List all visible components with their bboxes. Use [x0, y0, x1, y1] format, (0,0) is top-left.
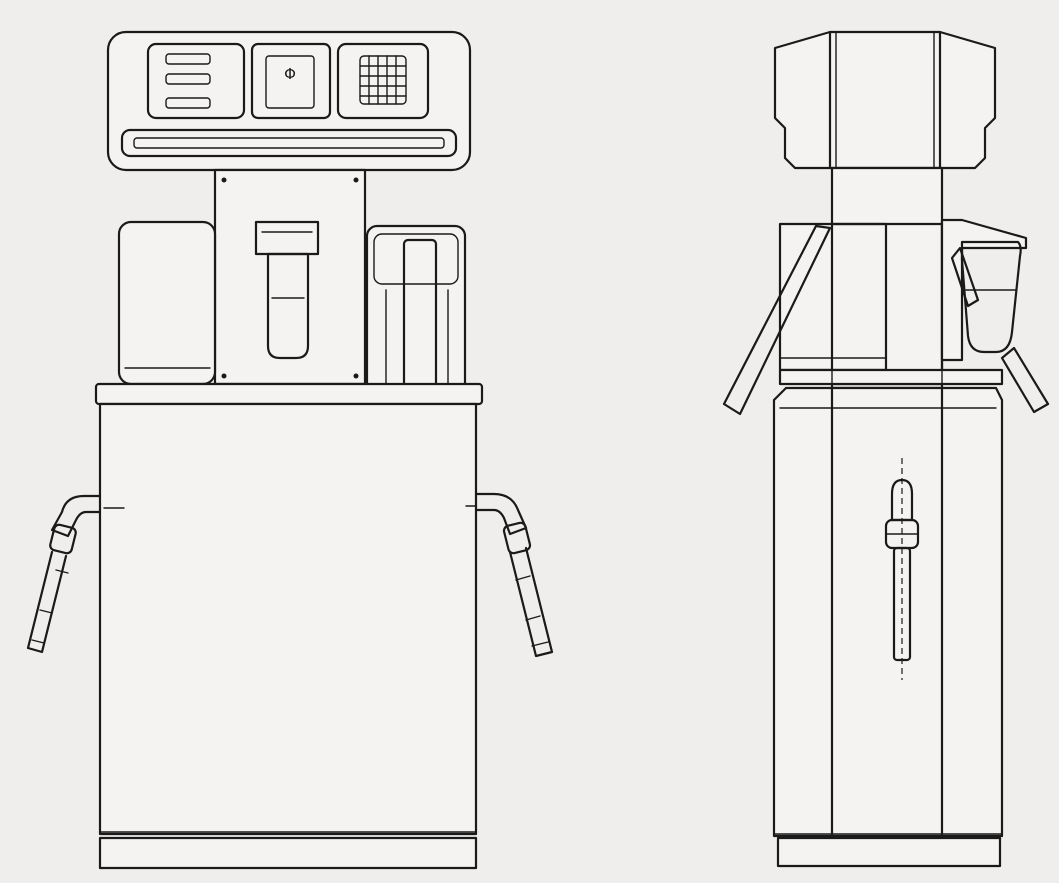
side-nozzle-spout	[892, 546, 912, 662]
keypad-grid-icon	[359, 55, 407, 105]
left-filter-housing	[117, 220, 217, 386]
keypad-panel	[336, 42, 430, 120]
front-display-head: Φ	[106, 30, 472, 172]
left-hose	[26, 494, 125, 654]
meter-window	[265, 55, 315, 109]
right-hose-elbow	[474, 492, 528, 536]
right-hose-tube	[508, 546, 554, 658]
price-panel	[146, 42, 246, 120]
side-holstered-nozzle	[950, 246, 980, 308]
side-front-nozzle	[884, 458, 920, 680]
front-view: Φ	[26, 30, 554, 870]
side-view	[722, 30, 1050, 868]
side-left-hose	[722, 224, 832, 416]
left-hose-coupling	[49, 523, 77, 555]
price-slot-3	[165, 97, 211, 109]
price-slot-1	[165, 53, 211, 65]
right-holster	[365, 224, 467, 418]
side-right-hose	[1000, 346, 1050, 414]
side-display-head	[773, 30, 997, 170]
side-nozzle-holder	[940, 218, 1050, 414]
center-nozzle	[266, 252, 310, 360]
front-center-column	[213, 168, 367, 386]
cabinet-body	[98, 402, 478, 836]
center-nozzle-holder	[254, 220, 320, 256]
side-cabinet-base	[776, 836, 1002, 868]
side-ledge	[778, 368, 1004, 386]
cabinet-top-ledge	[94, 382, 484, 406]
right-hose	[465, 492, 554, 658]
cabinet-base	[98, 836, 478, 870]
price-slot-2	[165, 73, 211, 85]
right-hose-coupling	[502, 521, 532, 555]
display-lower-strip	[120, 128, 458, 158]
side-holster-bracket	[940, 218, 1028, 362]
side-holster-cup	[960, 240, 1022, 354]
phi-symbol-icon: Φ	[284, 65, 296, 83]
display-lower-slot	[133, 137, 445, 149]
display-housing	[106, 30, 472, 172]
side-head-housing	[773, 30, 997, 170]
left-hose-elbow	[50, 494, 102, 538]
meter-panel	[250, 42, 332, 120]
side-nozzle-grip	[890, 478, 914, 522]
left-hose-tube	[26, 550, 68, 654]
column-plate	[213, 168, 367, 386]
side-cabinet-body	[772, 386, 1004, 838]
